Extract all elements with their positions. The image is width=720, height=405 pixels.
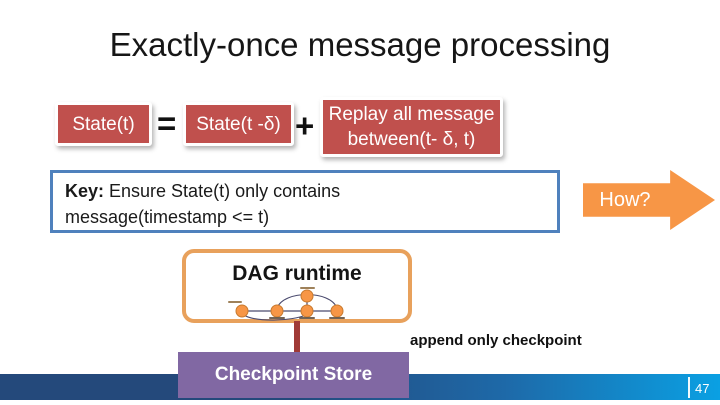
key-label: Key:	[65, 181, 105, 201]
plus-sign: +	[295, 107, 315, 144]
dag-runtime-box: DAG runtime	[182, 249, 412, 323]
page-number: 47	[695, 381, 710, 396]
append-only-checkpoint-note: append only checkpoint	[410, 332, 582, 349]
checkpoint-store-label: Checkpoint Store	[214, 364, 373, 385]
equation-state-t-delta-text: State(t -δ)	[196, 113, 281, 135]
checkpoint-store-box: Checkpoint Store	[178, 352, 409, 398]
how-arrow-label: How?	[599, 188, 651, 211]
equals-sign: =	[157, 105, 177, 142]
dag-diagram-icon	[228, 287, 345, 321]
equation-replay-box: Replay all message between(t- δ, t)	[320, 97, 503, 157]
dag-to-store-connector-line	[294, 321, 300, 353]
how-arrow-icon: How?	[583, 170, 715, 230]
equation-state-t-box: State(t)	[55, 102, 152, 146]
equation-state-t-text: State(t)	[72, 113, 135, 135]
equation-state-t-delta-box: State(t -δ)	[183, 102, 294, 146]
page-title: Exactly-once message processing	[109, 26, 611, 63]
equation-replay-line1: Replay all message	[328, 104, 495, 125]
page-number-separator	[688, 377, 690, 398]
dag-runtime-title: DAG runtime	[232, 262, 362, 285]
key-callout-box: Key: Ensure State(t) only contains messag…	[50, 170, 560, 233]
key-line1: Ensure State(t) only contains	[104, 181, 341, 201]
equation-replay-line2: between(t- δ, t)	[347, 129, 476, 150]
key-line2: message(timestamp <= t)	[65, 207, 270, 227]
